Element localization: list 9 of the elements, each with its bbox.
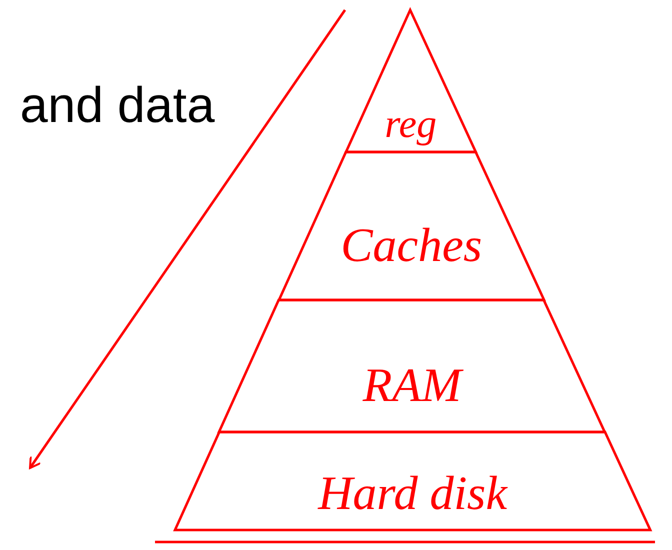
level-label: Hard disk bbox=[318, 470, 508, 518]
pyramid-level bbox=[219, 300, 605, 432]
pyramid-level bbox=[278, 152, 544, 300]
pyramid-level bbox=[174, 432, 650, 530]
slide-text: and data bbox=[20, 80, 215, 130]
level-label: Caches bbox=[340, 222, 482, 270]
level-label: reg bbox=[384, 104, 437, 144]
pyramid-level bbox=[346, 10, 476, 152]
level-label: RAM bbox=[362, 362, 462, 410]
